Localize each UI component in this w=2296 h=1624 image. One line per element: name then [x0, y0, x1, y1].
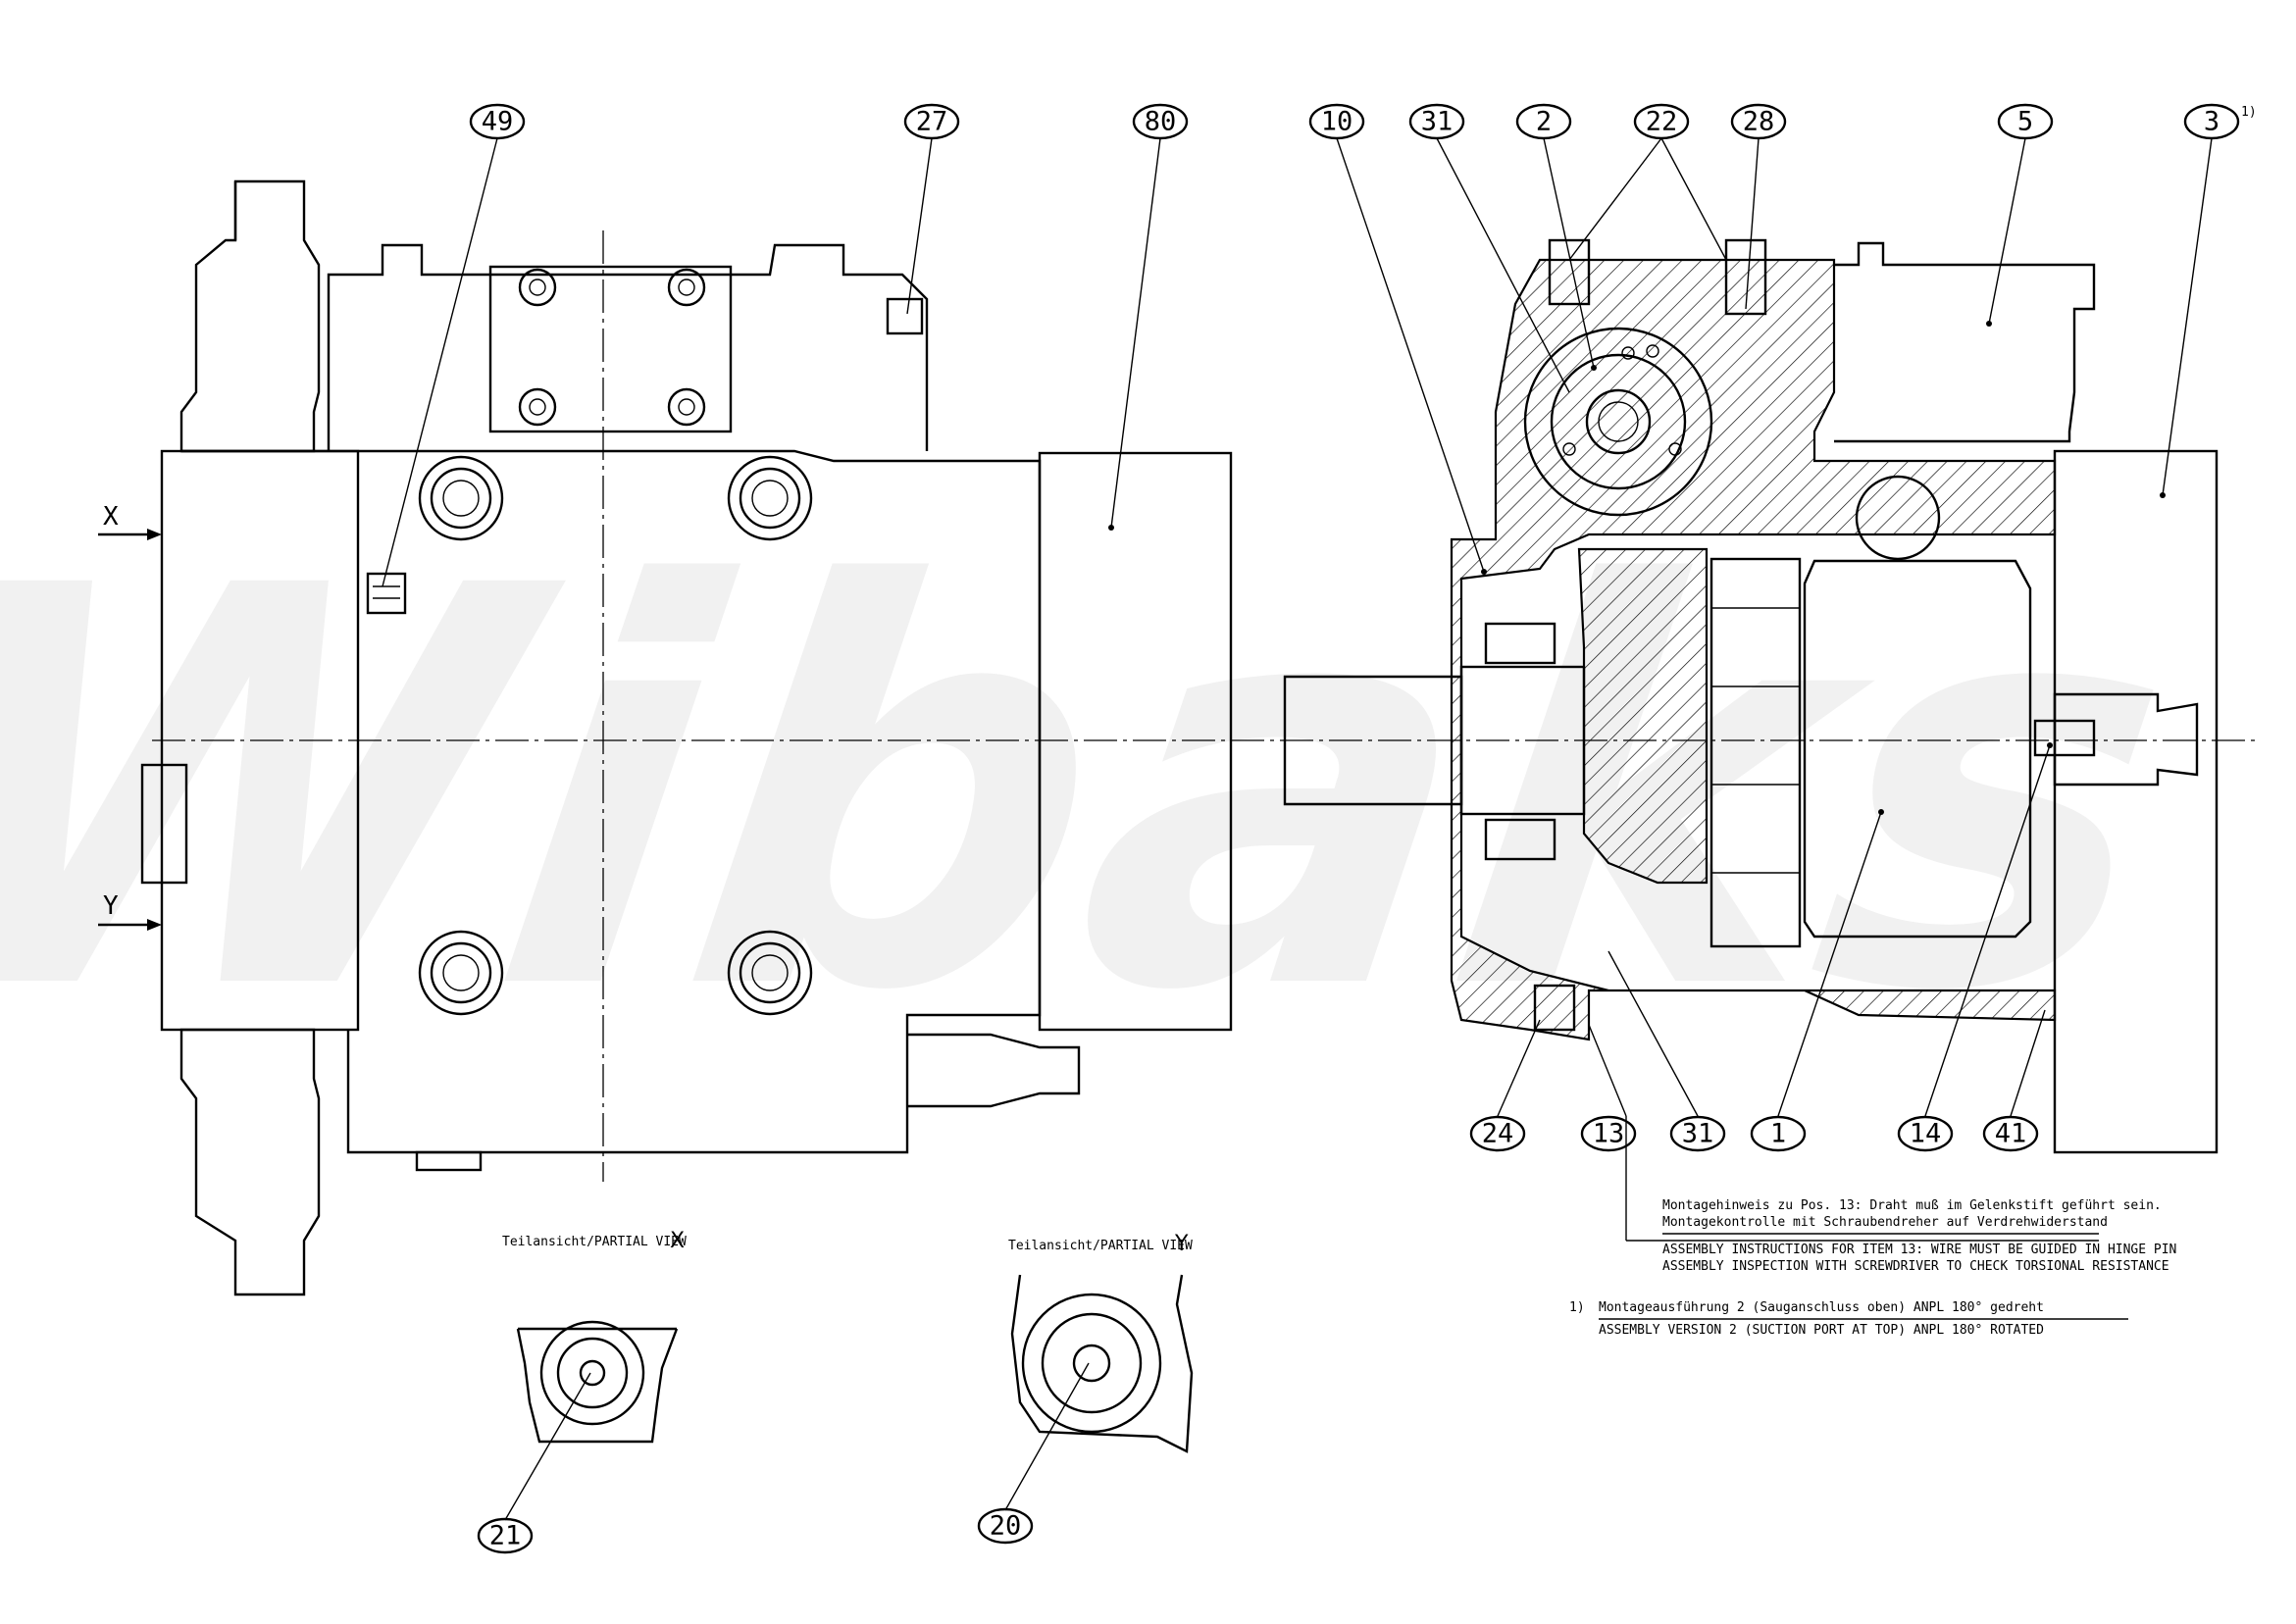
- balloon-21: 21: [477, 1517, 534, 1554]
- svg-text:28: 28: [1743, 107, 1775, 137]
- balloon-80: 80: [1132, 103, 1189, 140]
- view-x-label: X: [103, 502, 119, 532]
- balloon-20: 20: [977, 1507, 1034, 1545]
- right-section-view: [1108, 238, 2219, 1154]
- leader-lines: [382, 137, 2213, 1521]
- balloon-31-bottom: 31: [1669, 1115, 1726, 1152]
- svg-text:1: 1: [1770, 1119, 1786, 1149]
- balloon-10: 10: [1308, 103, 1365, 140]
- svg-text:3: 3: [2204, 107, 2219, 137]
- svg-text:13: 13: [1593, 1119, 1625, 1149]
- version-note-en: ASSEMBLY VERSION 2 (SUCTION PORT AT TOP)…: [1599, 1323, 2044, 1338]
- balloon-5: 5: [1997, 103, 2054, 140]
- assembly-note-en-1: ASSEMBLY INSTRUCTIONS FOR ITEM 13: WIRE …: [1662, 1243, 2176, 1257]
- balloon-14: 14: [1897, 1115, 1954, 1152]
- svg-text:31: 31: [1421, 107, 1454, 137]
- svg-text:22: 22: [1646, 107, 1678, 137]
- balloon-1: 1: [1750, 1115, 1807, 1152]
- partial-view-x-letter: X: [670, 1229, 685, 1253]
- footnote-mark: 1): [1569, 1300, 1585, 1315]
- svg-text:2: 2: [1536, 107, 1552, 137]
- svg-text:41: 41: [1995, 1119, 2027, 1149]
- balloon-27: 27: [903, 103, 960, 140]
- version-note-de: Montageausführung 2 (Sauganschluss oben)…: [1599, 1300, 2044, 1315]
- balloon-13: 13: [1580, 1115, 1637, 1152]
- balloon-2: 2: [1515, 103, 1572, 140]
- svg-text:27: 27: [916, 107, 948, 137]
- balloon-3: 3: [2183, 103, 2240, 140]
- assembly-note-de-1: Montagehinweis zu Pos. 13: Draht muß im …: [1662, 1198, 2162, 1213]
- balloon-28: 28: [1730, 103, 1787, 140]
- svg-text:31: 31: [1682, 1119, 1714, 1149]
- svg-text:10: 10: [1321, 107, 1353, 137]
- partial-view-y: Teilansicht/PARTIAL VIEW Y: [1008, 1232, 1194, 1453]
- partial-view-x-caption: Teilansicht/PARTIAL VIEW: [502, 1235, 687, 1249]
- partial-view-x: Teilansicht/PARTIAL VIEW X: [502, 1229, 687, 1444]
- footnote-marker: 1): [2241, 105, 2257, 120]
- balloon-49: 49: [469, 103, 526, 140]
- svg-text:24: 24: [1482, 1119, 1514, 1149]
- balloon-24: 24: [1469, 1115, 1526, 1152]
- svg-text:21: 21: [489, 1521, 522, 1551]
- svg-text:5: 5: [2017, 107, 2033, 137]
- assembly-note-de-2: Montagekontrolle mit Schraubendreher auf…: [1662, 1215, 2108, 1230]
- assembly-note-en-2: ASSEMBLY INSPECTION WITH SCREWDRIVER TO …: [1662, 1259, 2169, 1274]
- balloon-22: 22: [1633, 103, 1690, 140]
- balloon-31-top: 31: [1408, 103, 1465, 140]
- svg-text:14: 14: [1910, 1119, 1942, 1149]
- assembly-notes: Montagehinweis zu Pos. 13: Draht muß im …: [1569, 1198, 2176, 1338]
- svg-text:80: 80: [1145, 107, 1177, 137]
- left-external-view: X Y: [98, 179, 2256, 1296]
- balloon-41: 41: [1982, 1115, 2039, 1152]
- view-y-label: Y: [103, 891, 119, 921]
- partial-view-y-letter: Y: [1174, 1232, 1189, 1256]
- partial-view-y-caption: Teilansicht/PARTIAL VIEW: [1008, 1239, 1193, 1253]
- svg-text:49: 49: [482, 107, 514, 137]
- svg-text:20: 20: [990, 1511, 1022, 1542]
